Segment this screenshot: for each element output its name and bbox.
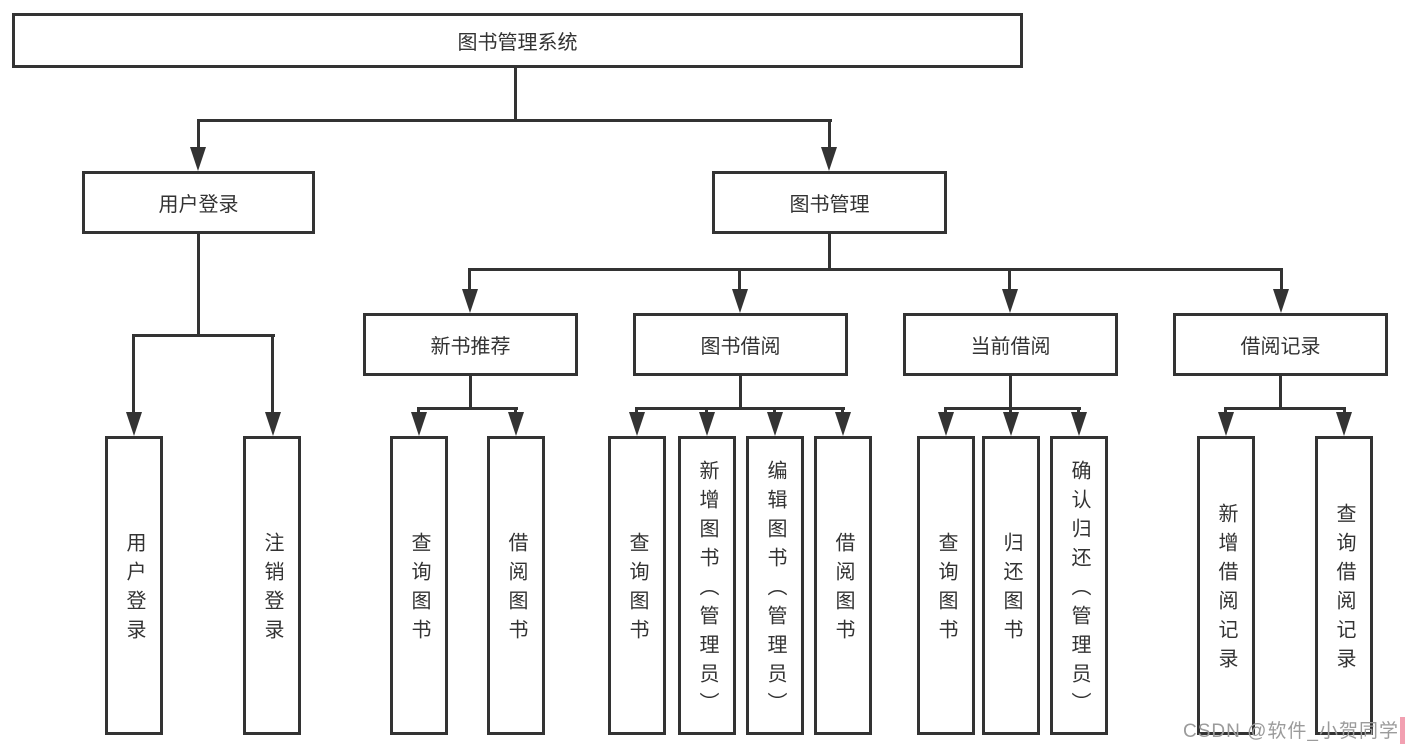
connector-line [1077,407,1080,415]
node-current-borrow: 当前借阅 [903,313,1118,376]
node-new-book-recommend: 新书推荐 [363,313,578,376]
connector-line [828,234,831,271]
node-label: 当前借阅 [970,336,1051,358]
arrow-down-icon [732,289,748,313]
watermark-text: CSDN @软件_小贺同学 [1183,721,1399,742]
node-label: 图书管理 [789,194,870,216]
connector-line [841,407,844,415]
connector-line [635,407,845,410]
arrow-down-icon [1273,289,1289,313]
node-label: 查询图书 [626,532,648,648]
node-borrow-records: 借阅记录 [1173,313,1388,376]
node-label: 新书推荐 [430,336,511,358]
connector-line [417,407,420,415]
connector-line [635,407,638,415]
arrow-down-icon [1336,412,1352,436]
node-label: 新增图书（管理员） [696,459,718,721]
arrow-down-icon [699,412,715,436]
arrow-down-icon [835,412,851,436]
node-label: 编辑图书（管理员） [764,459,786,721]
connector-line [738,268,741,292]
connector-line [1280,268,1283,292]
connector-line [197,119,832,122]
node-label: 借阅图书 [832,532,854,648]
arrow-down-icon [1071,412,1087,436]
arrow-down-icon [190,147,206,171]
node-label: 归还图书 [1000,532,1022,648]
node-leaf-query-books-current: 查询图书 [917,436,975,735]
connector-line [828,119,831,149]
node-leaf-borrow-books: 借阅图书 [814,436,872,735]
node-label: 确认归还（管理员） [1068,459,1090,721]
connector-line [1224,407,1346,410]
node-label: 查询图书 [935,532,957,648]
connector-line [1009,376,1012,410]
connector-line [1009,407,1012,415]
node-leaf-query-books-borrow: 查询图书 [608,436,666,735]
watermark-accent-strip [1400,717,1405,744]
node-leaf-add-books-admin: 新增图书（管理员） [678,436,736,735]
node-label: 图书管理系统 [457,32,578,54]
node-leaf-logout: 注销登录 [243,436,301,735]
connector-line [944,407,1081,410]
arrow-down-icon [1002,289,1018,313]
node-label: 用户登录 [123,532,145,648]
connector-line [1008,268,1011,292]
node-leaf-user-login: 用户登录 [105,436,163,735]
arrow-down-icon [126,412,142,436]
arrow-down-icon [1003,412,1019,436]
node-root: 图书管理系统 [12,13,1023,68]
node-book-borrow: 图书借阅 [633,313,848,376]
node-label: 借阅图书 [505,532,527,648]
node-leaf-query-borrow-record: 查询借阅记录 [1315,436,1373,735]
node-book-management: 图书管理 [712,171,947,234]
arrow-down-icon [265,412,281,436]
node-leaf-return-books: 归还图书 [982,436,1040,735]
node-leaf-confirm-return-admin: 确认归还（管理员） [1050,436,1108,735]
connector-line [739,376,742,410]
node-label: 借阅记录 [1240,336,1321,358]
connector-line [417,407,518,410]
node-label: 注销登录 [261,532,283,648]
arrow-down-icon [821,147,837,171]
connector-line [1224,407,1227,415]
connector-line [197,119,200,149]
connector-line [197,234,200,336]
node-leaf-add-borrow-record: 新增借阅记录 [1197,436,1255,735]
connector-line [944,407,947,415]
node-label: 查询借阅记录 [1333,503,1355,677]
connector-line [468,268,1283,271]
node-label: 用户登录 [158,194,239,216]
arrow-down-icon [508,412,524,436]
connector-line [773,407,776,415]
connector-line [132,334,135,414]
node-label: 查询图书 [408,532,430,648]
connector-line [468,268,471,292]
arrow-down-icon [767,412,783,436]
node-leaf-query-books-recommend: 查询图书 [390,436,448,735]
connector-line [514,407,517,415]
node-leaf-borrow-books-recommend: 借阅图书 [487,436,545,735]
arrow-down-icon [462,289,478,313]
connector-line [132,334,275,337]
connector-line [271,334,274,414]
arrow-down-icon [411,412,427,436]
arrow-down-icon [629,412,645,436]
connector-line [705,407,708,415]
node-user-login: 用户登录 [82,171,315,234]
node-label: 新增借阅记录 [1215,503,1237,677]
connector-line [469,376,472,410]
node-label: 图书借阅 [700,336,781,358]
connector-line [1279,376,1282,410]
connector-line [1343,407,1346,415]
connector-line [514,68,517,122]
arrow-down-icon [1218,412,1234,436]
node-leaf-edit-books-admin: 编辑图书（管理员） [746,436,804,735]
arrow-down-icon [938,412,954,436]
